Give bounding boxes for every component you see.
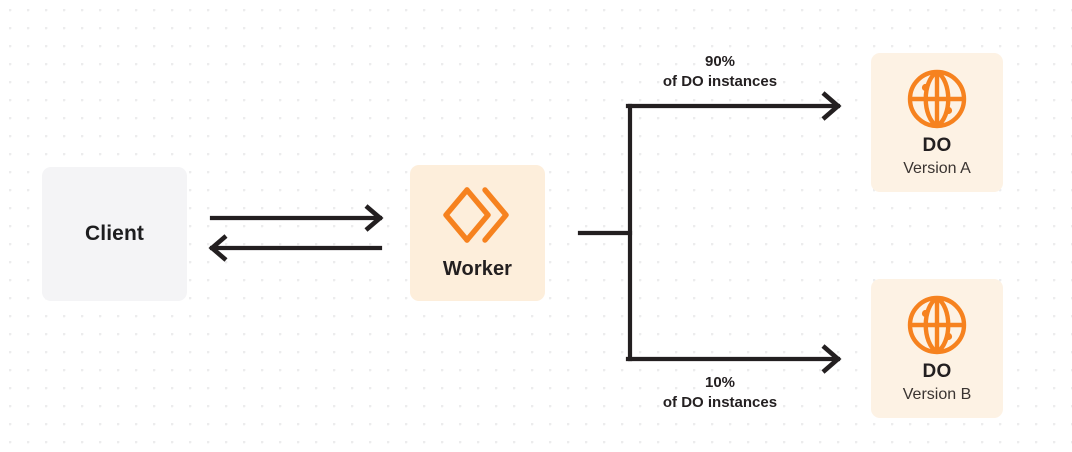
edge-label-do-a-percent: 90% (704, 53, 736, 70)
edge-worker-to-client (208, 234, 383, 262)
node-do-version-a[interactable]: DO Version A (871, 53, 1003, 192)
edge-label-do-a: 90% of DO instances (604, 52, 836, 92)
edge-label-do-a-description: of DO instances (662, 72, 778, 90)
edge-worker-to-do-a (625, 91, 842, 121)
edge-label-do-b-description: of DO instances (662, 393, 778, 411)
node-client-title: Client (85, 222, 144, 245)
edge-worker-to-do-b (625, 344, 842, 374)
globe-icon (906, 68, 968, 130)
node-do-version-b[interactable]: DO Version B (871, 279, 1003, 418)
node-worker-title: Worker (442, 257, 513, 280)
node-do-a-subtitle: Version A (903, 160, 971, 177)
node-do-b-subtitle: Version B (902, 386, 972, 403)
edge-label-do-b: 10% of DO instances (604, 373, 836, 413)
globe-icon (906, 294, 968, 356)
node-worker[interactable]: Worker (410, 165, 545, 301)
edge-client-to-worker (209, 204, 384, 232)
node-do-a-title: DO (922, 135, 952, 156)
edge-label-do-b-percent: 10% (704, 374, 736, 391)
node-do-b-title: DO (922, 361, 952, 382)
node-client[interactable]: Client (42, 167, 187, 301)
cloudflare-workers-icon (442, 186, 513, 244)
